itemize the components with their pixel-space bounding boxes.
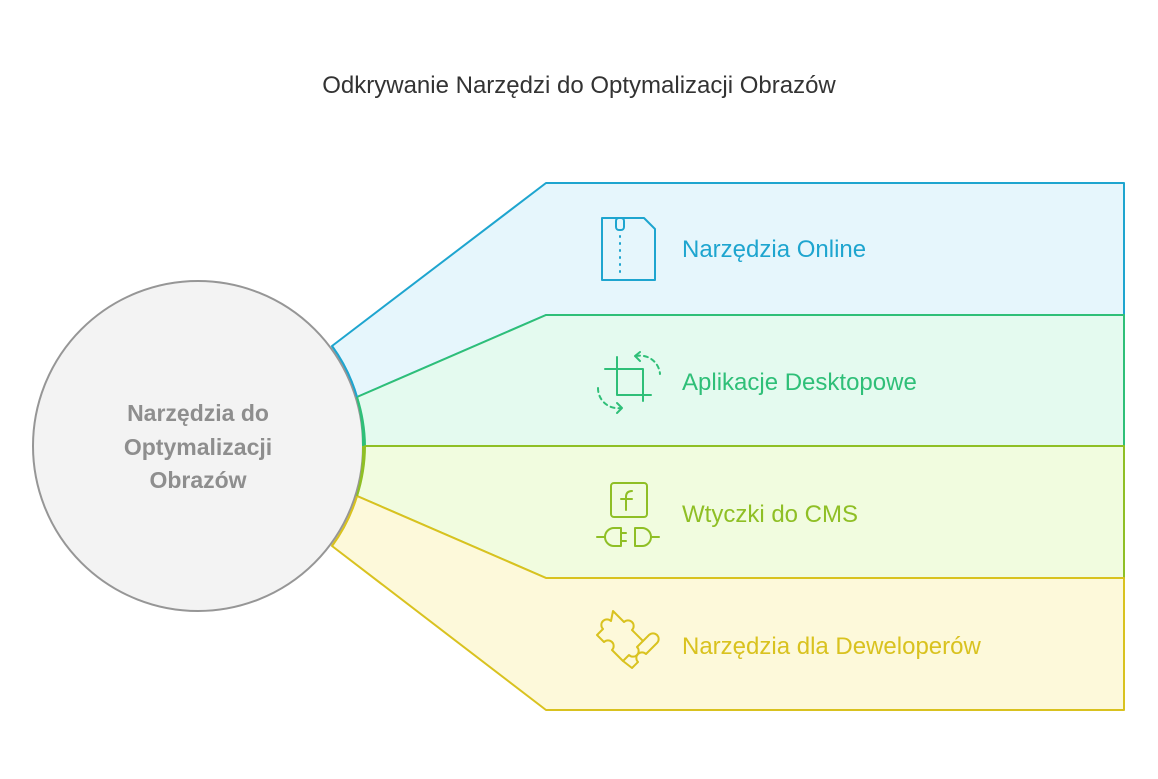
branch-label: Narzędzia Online: [682, 236, 866, 263]
center-arc-desktop: [356, 396, 365, 447]
branch-label: Narzędzia dla Deweloperów: [682, 633, 981, 660]
center-label: Narzędzia do: [127, 400, 269, 426]
branch-label: Wtyczki do CMS: [682, 501, 858, 528]
center-node: Narzędzia do Optymalizacji Obrazów: [32, 280, 365, 612]
center-label: Optymalizacji: [124, 434, 272, 460]
center-arc-online: [331, 345, 358, 398]
crop-rotate-icon: [596, 351, 661, 414]
branch-online-tools: Narzędzia Online: [331, 182, 1125, 398]
center-arc-cms: [356, 445, 365, 497]
center-arc-dev: [331, 495, 358, 547]
branch-label: Aplikacje Desktopowe: [682, 369, 917, 396]
diagram-title: Odkrywanie Narzędzi do Optymalizacji Obr…: [322, 72, 836, 99]
center-label: Obrazów: [149, 467, 246, 493]
zip-file-icon: [601, 217, 656, 281]
plugin-icon: [596, 482, 660, 547]
puzzle-icon: [596, 610, 660, 669]
branch-desktop-apps: Aplikacje Desktopowe: [356, 314, 1125, 447]
